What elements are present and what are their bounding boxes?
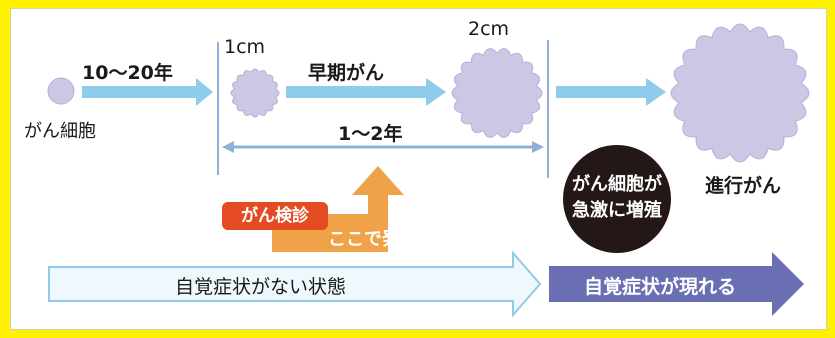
advanced-cancer-label: 進行がん	[705, 175, 782, 197]
size-1cm-label: 1cm	[224, 36, 266, 58]
cell-1cm-shape	[230, 68, 280, 118]
rapid-growth-line1: がん細胞が	[572, 174, 662, 195]
discovery-arrow	[272, 166, 404, 252]
rapid-growth-circle	[563, 145, 671, 253]
no-symptoms-arrow	[48, 250, 542, 318]
cell-2cm-shape	[451, 48, 543, 138]
early-cancer-label: 早期がん	[308, 62, 385, 84]
flow-arrow-growth	[82, 78, 213, 106]
rapid-growth-line2: 急激に増殖	[572, 200, 662, 221]
cancer-cell-label: がん細胞	[24, 121, 96, 142]
cancer-cell-circle	[47, 77, 75, 105]
flow-arrow-advanced	[556, 78, 666, 106]
cell-advanced-shape	[670, 23, 810, 163]
discovery-label: ここで発見!	[328, 229, 427, 250]
screening-badge: がん検診	[222, 202, 328, 230]
symptoms-appear-label: 自覚症状が現れる	[584, 276, 737, 298]
no-symptoms-label: 自覚症状がない状態	[175, 276, 347, 298]
duration-span-label: 1～2年	[338, 123, 403, 145]
size-2cm-label: 2cm	[468, 18, 510, 40]
flow-arrow-early	[286, 78, 446, 106]
duration-initial-label: 10～20年	[82, 62, 173, 84]
span-double-arrow	[222, 141, 544, 153]
symptoms-appear-arrow	[549, 252, 804, 316]
